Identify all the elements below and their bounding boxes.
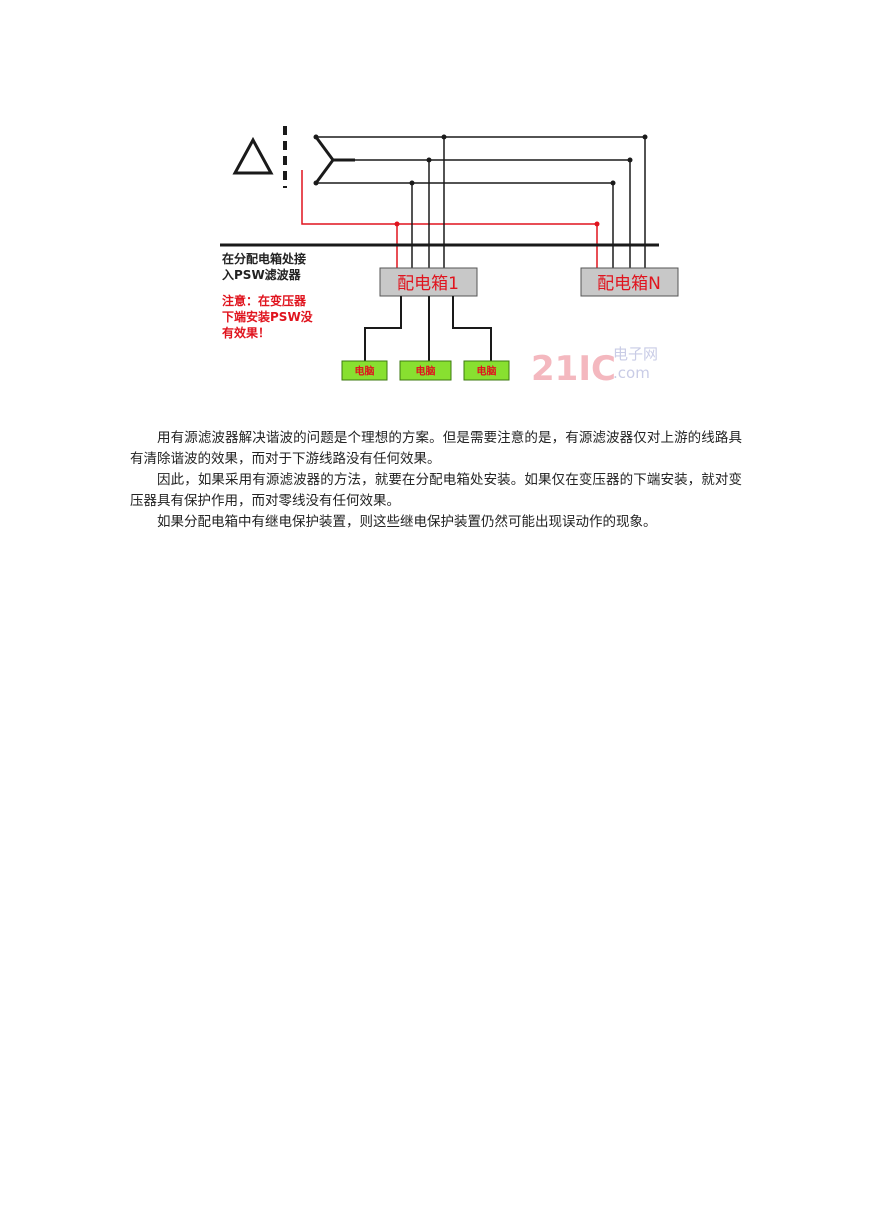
note-red-line-2: 下端安装PSW没 [222, 309, 314, 324]
paragraph-3: 如果分配电箱中有继电保护装置，则这些继电保护装置仍然可能出现误动作的现象。 [157, 514, 657, 530]
watermark-logo: 21IC 电子网 .com [531, 345, 658, 389]
pc-box-3: 电脑 [463, 360, 510, 381]
watermark-bottom: .com [613, 364, 650, 382]
pc-label: 电脑 [355, 365, 375, 378]
wye-symbol-icon [314, 136, 355, 184]
red-junction [594, 221, 600, 227]
vertical-drops [411, 137, 646, 268]
red-filter-wire [301, 170, 598, 268]
note-black-line-2: 入PSW滤波器 [222, 267, 302, 282]
body-text: 用有源滤波器解决谐波的问题是个理想的方案。但是需要注意的是，有源滤波器仅对上游的… [130, 428, 742, 533]
bus-wires [316, 136, 645, 184]
distribution-box-1-label: 配电箱1 [397, 274, 459, 294]
distribution-box-n-label: 配电箱N [597, 274, 661, 294]
red-junction [394, 221, 400, 227]
distribution-box-n: 配电箱N [580, 267, 679, 297]
pc-box-1: 电脑 [341, 360, 388, 381]
pc-label: 电脑 [416, 365, 436, 378]
pc-label: 电脑 [477, 365, 497, 378]
branch-wires [364, 296, 492, 361]
distribution-box-1: 配电箱1 [379, 267, 478, 297]
delta-symbol-icon [232, 136, 274, 175]
wiring-diagram-svg: 配电箱1 配电箱N 电脑 电脑 电脑 在分配电箱处接 入PSW滤波器 注意：在变… [220, 126, 679, 389]
paragraph-2: 因此，如果采用有源滤波器的方法，就要在分配电箱处安装。如果仅在变压器的下端安装，… [130, 472, 742, 509]
note-black-line-1: 在分配电箱处接 [222, 251, 306, 266]
wiring-diagram: 配电箱1 配电箱N 电脑 电脑 电脑 在分配电箱处接 入PSW滤波器 注意：在变… [215, 118, 685, 393]
paragraph-1: 用有源滤波器解决谐波的问题是个理想的方案。但是需要注意的是，有源滤波器仅对上游的… [130, 430, 742, 467]
note-red-line-1: 注意：在变压器 [222, 293, 307, 308]
watermark-main: 21IC [531, 349, 616, 389]
watermark-top: 电子网 [613, 345, 658, 363]
pc-box-2: 电脑 [399, 360, 452, 381]
note-red-line-3: 有效果！ [222, 325, 270, 340]
